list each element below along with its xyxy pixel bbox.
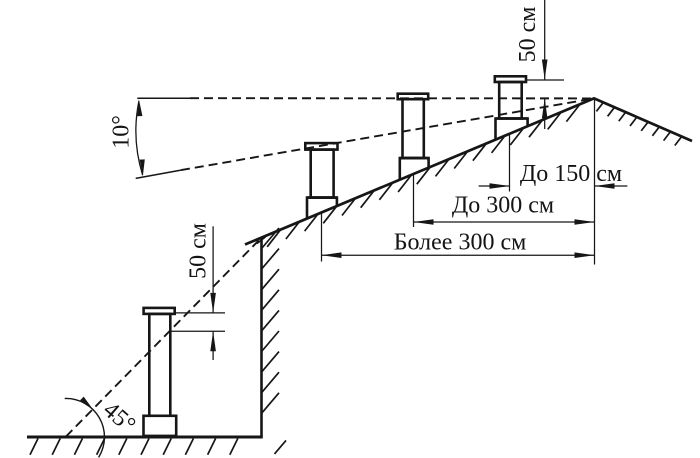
svg-text:50 см: 50 см [186,223,212,279]
svg-text:До 150 см: До 150 см [520,161,622,187]
svg-text:Более 300 см: Более 300 см [394,229,527,255]
svg-text:10°: 10° [109,115,135,149]
svg-text:50 см: 50 см [515,7,541,63]
svg-text:До 300 см: До 300 см [452,193,554,219]
